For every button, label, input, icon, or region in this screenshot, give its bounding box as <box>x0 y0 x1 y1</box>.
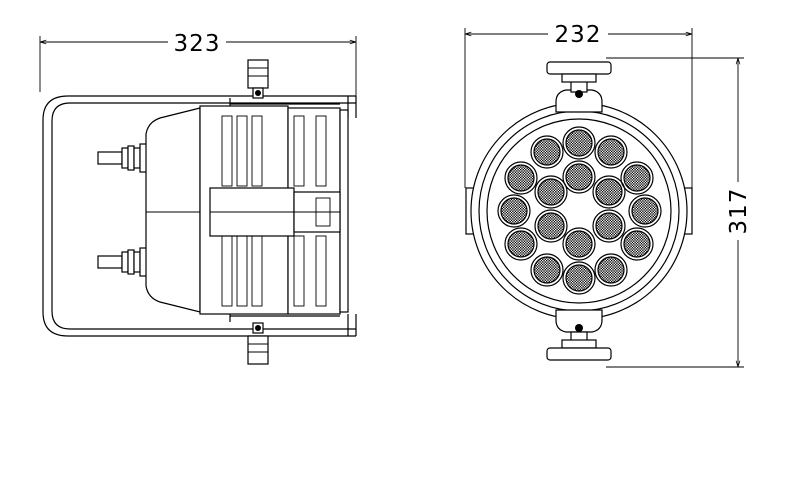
front-width-label: 232 <box>555 22 602 48</box>
led-lens <box>628 194 662 228</box>
led-lens <box>504 161 538 195</box>
rear-connector-top <box>97 143 149 173</box>
led-lens <box>497 194 531 228</box>
led-lens <box>534 175 568 209</box>
bottom-knob-front <box>546 309 612 361</box>
top-knob-front <box>546 61 612 113</box>
led-lens <box>534 209 568 243</box>
led-lens <box>620 227 654 261</box>
led-array <box>497 126 662 295</box>
led-lens <box>562 261 596 295</box>
led-lens <box>562 160 596 194</box>
front-height-dimension: 317 <box>606 57 752 368</box>
led-lens <box>530 135 564 169</box>
front-view: 232 317 <box>464 20 752 368</box>
top-knob-side <box>247 59 269 99</box>
led-lens <box>562 126 596 160</box>
front-width-dimension: 232 <box>464 20 693 188</box>
side-width-dimension: 323 <box>39 28 357 100</box>
led-lens <box>592 175 626 209</box>
led-lens <box>620 161 654 195</box>
led-lens <box>530 253 564 287</box>
bottom-knob-side <box>247 322 269 365</box>
front-height-label: 317 <box>726 188 752 235</box>
rear-connector-bottom <box>97 247 149 277</box>
led-lens <box>594 135 628 169</box>
led-lens <box>594 253 628 287</box>
led-lens <box>562 227 596 261</box>
led-lens <box>504 227 538 261</box>
fixture-body-side <box>145 98 349 322</box>
side-width-label: 323 <box>174 31 221 57</box>
side-view: 323 <box>39 28 357 365</box>
led-lens <box>592 209 626 243</box>
